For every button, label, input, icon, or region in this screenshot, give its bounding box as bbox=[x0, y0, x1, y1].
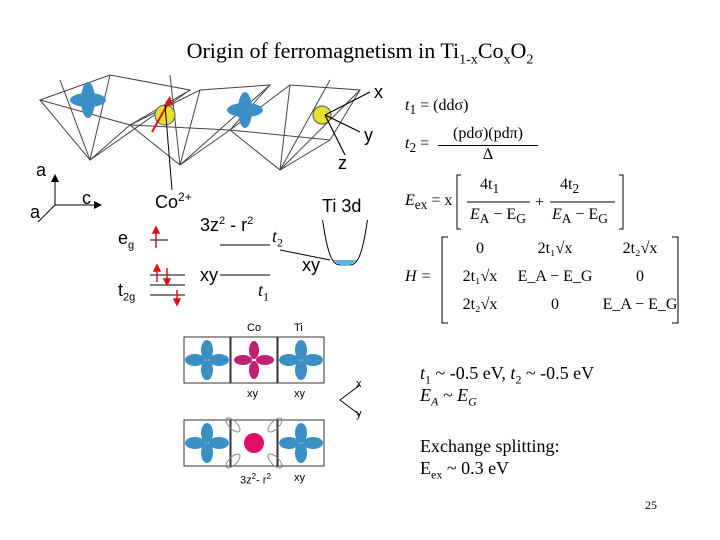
panel-xy-2: xy bbox=[294, 388, 305, 400]
matrix: 0 2t₁√x 2t₂√x 2t₁√x E_A − E_G 0 2t₂√x 0 … bbox=[462, 240, 678, 313]
panel-bottom-label: 3z2- r2 bbox=[240, 472, 271, 487]
axis-c: c bbox=[82, 188, 91, 208]
panel-co-label: Co bbox=[247, 322, 262, 334]
hop-t2-label: t2 bbox=[272, 226, 284, 250]
y-axis-label: y bbox=[364, 125, 373, 145]
eq-h: H = bbox=[405, 268, 432, 285]
eq-t1: t1 = (ddσ) bbox=[405, 97, 469, 118]
co-ion-label: Co2+ bbox=[155, 190, 192, 212]
crystal-axes bbox=[37, 174, 102, 223]
orbital-row-top bbox=[183, 336, 325, 384]
spin-arrow bbox=[151, 99, 171, 133]
panel-xy-1: xy bbox=[247, 388, 258, 400]
ti-xy-label: xy bbox=[302, 255, 320, 275]
eq-t2-frac: (pdσ)(pdπ) Δ bbox=[438, 125, 538, 164]
note-exchange-heading: Exchange splitting: bbox=[420, 436, 560, 456]
orbital-upper-label: 3z2 - r2 bbox=[200, 215, 254, 235]
hop-t1-label: t1 bbox=[258, 280, 270, 304]
level-diagram bbox=[150, 220, 368, 307]
eq-eex: Eex = x bbox=[405, 192, 453, 213]
note-hopping: t1 ~ -0.5 eV, t2 ~ -0.5 eV bbox=[420, 363, 595, 387]
note-energy: EA ~ EG bbox=[420, 385, 477, 409]
axis-a-diag: a bbox=[30, 202, 41, 222]
panel-ti-label: Ti bbox=[294, 322, 303, 334]
x-axis-label: x bbox=[374, 82, 383, 102]
eex-bracket: + bbox=[456, 174, 624, 230]
panel-axis-y: y bbox=[356, 408, 362, 420]
eex-num-1: 4t1 bbox=[480, 176, 500, 197]
eg-label: eg bbox=[118, 228, 135, 252]
panel-axis-x: x bbox=[356, 378, 362, 390]
eex-den-2: EA − EG bbox=[552, 206, 608, 227]
axis-a-up: a bbox=[36, 160, 47, 180]
panel-xy-3: xy bbox=[294, 472, 305, 484]
z-axis-label: z bbox=[338, 153, 347, 173]
co-pointer bbox=[164, 104, 173, 191]
lattice-diagram bbox=[38, 74, 371, 171]
page-number: 25 bbox=[645, 498, 657, 512]
slide-title: Origin of ferromagnetism in Ti1-xCoxO2 bbox=[186, 38, 534, 68]
orbital-lower-label: xy bbox=[200, 265, 218, 285]
matrix-brackets bbox=[441, 236, 679, 324]
eq-t2: t2 = bbox=[405, 135, 430, 156]
panel-axes bbox=[339, 384, 361, 416]
eex-num-2: 4t2 bbox=[560, 176, 580, 197]
lattice-orbitals bbox=[70, 82, 263, 128]
ti-atom bbox=[312, 105, 332, 125]
t2g-label: t2g bbox=[118, 280, 136, 304]
svg-text:+: + bbox=[535, 194, 544, 211]
eex-den-1: EA − EG bbox=[470, 206, 526, 227]
note-exchange-value: Eex ~ 0.3 eV bbox=[420, 458, 510, 482]
orbital-row-bottom bbox=[183, 417, 325, 469]
ti-3d-label: Ti 3d bbox=[322, 196, 362, 216]
